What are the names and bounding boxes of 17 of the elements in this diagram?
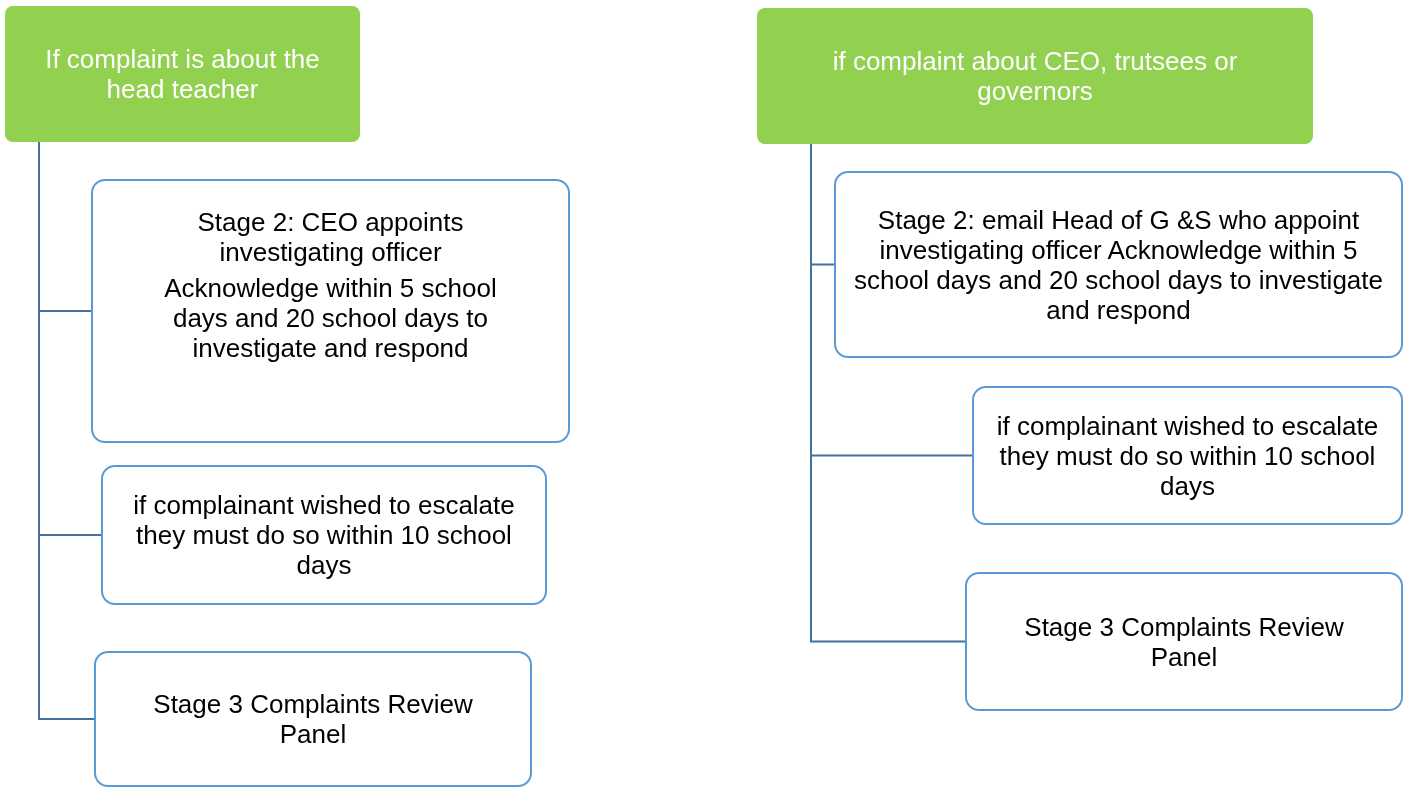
condition-box [757,8,1313,144]
process-box [91,179,570,443]
process-box [94,651,532,787]
node-text: Stage 2: CEO appoints investigating officer [196,207,465,267]
process-box [834,171,1403,358]
node-text: Stage 2: email Head of G &S who appoint investigating officer Acknowledge within 5 school days and 20 school days to investigate and respond [853,204,1384,325]
process-box [972,386,1403,525]
process-box [101,465,547,605]
node-text: if complaint about CEO, trutsees or governors [831,46,1239,106]
node-text: If complaint is about the head teacher [44,44,321,104]
node-text: Stage 3 Complaints Review Panel [152,689,474,749]
process-box [965,572,1403,711]
node-text: Stage 3 Complaints Review Panel [1023,611,1345,672]
node-text: if complainant wished to escalate they must do so within 10 school days [132,490,516,580]
condition-box [5,6,360,142]
node-text: if complainant wished to escalate they must do so within 10 school days [995,410,1380,501]
node-text: Acknowledge within 5 school days and 20 school days to investigate and respond [163,273,498,363]
